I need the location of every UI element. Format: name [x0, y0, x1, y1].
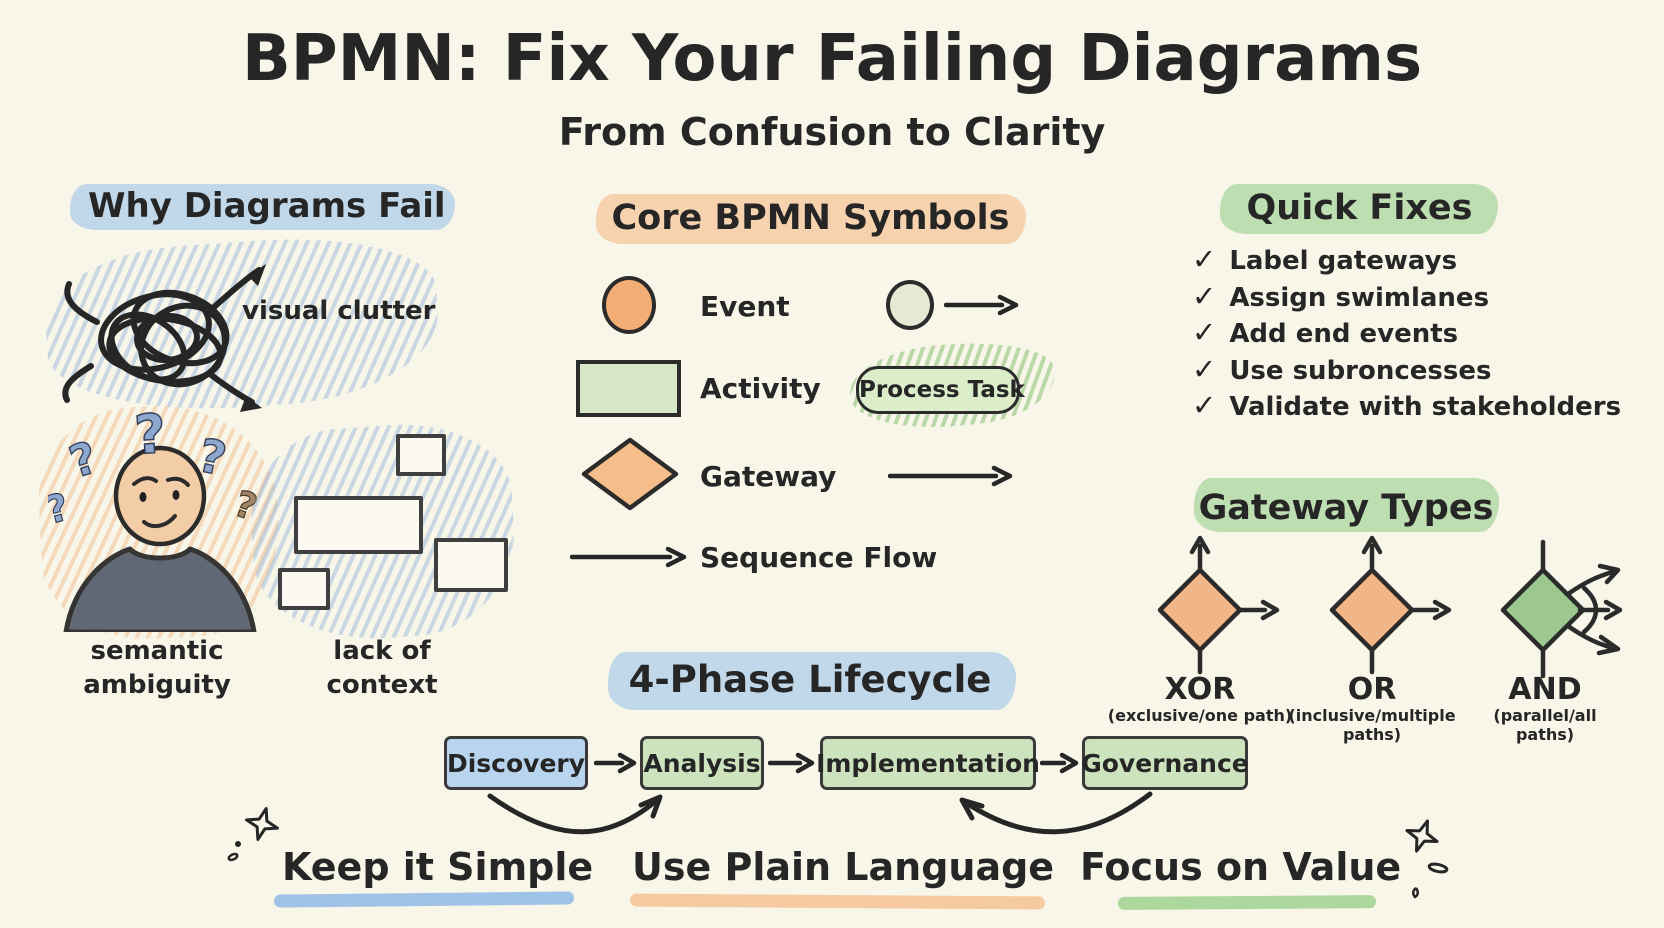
- principle-keep-it-simple: Keep it Simple: [282, 845, 594, 889]
- phase-analysis: Analysis: [640, 736, 764, 790]
- phase-discovery: Discovery: [444, 736, 588, 790]
- quick-fixes-highlight: [1220, 184, 1498, 234]
- arrow-head: [240, 396, 262, 412]
- core-symbols-highlight: [596, 194, 1026, 244]
- lifecycle-heading: 4-Phase Lifecycle: [628, 658, 992, 701]
- check-icon: ✓: [1192, 315, 1217, 349]
- page-title: BPMN: Fix Your Failing Diagrams: [241, 22, 1423, 96]
- question-mark-icon: ?: [133, 402, 169, 467]
- quick-fix-item: ✓ Add end events: [1192, 315, 1621, 352]
- cause-semantic-ambiguity-label: semantic ambiguity: [83, 636, 231, 700]
- floating-boxes-icon: [278, 434, 508, 610]
- check-icon: ✓: [1192, 388, 1217, 422]
- scribble-tangle-icon: [62, 264, 266, 412]
- quick-fix-label: Use subroncesses: [1229, 355, 1492, 386]
- flow-arrow-icon: [768, 752, 815, 774]
- gateway-types-heading: Gateway Types: [1198, 488, 1494, 528]
- gateway-types-highlight: [1194, 478, 1499, 532]
- xor-gateway-icon: [1157, 535, 1280, 675]
- gateway-label: Gateway: [700, 460, 837, 493]
- cause-visual-clutter-label: visual clutter: [242, 296, 436, 326]
- quick-fix-label: Label gateways: [1229, 246, 1458, 276]
- quick-fix-item: ✓ Label gateways: [1192, 242, 1621, 279]
- principle-underline-blue: [273, 891, 575, 908]
- start-event-circle-icon: [886, 280, 934, 330]
- or-gateway-icon: [1329, 535, 1452, 675]
- principle-underline-green: [1117, 895, 1377, 910]
- or-desc-label: (inclusive/multiple paths): [1288, 706, 1456, 744]
- flow-arrow-icon: [944, 294, 1019, 316]
- check-icon: ✓: [1192, 242, 1217, 276]
- activity-label: Activity: [700, 372, 821, 405]
- sequence-flow-arrow-icon: [570, 546, 687, 568]
- phase-governance: Governance: [1081, 736, 1249, 790]
- question-mark-icon: ?: [48, 484, 74, 532]
- question-mark-icon: ?: [194, 428, 231, 486]
- event-label: Event: [700, 290, 790, 323]
- and-desc-label: (parallel/all paths): [1493, 706, 1597, 744]
- flow-arrow-icon: [1040, 752, 1079, 774]
- feedback-arrows: [487, 791, 1153, 835]
- quick-fix-label: Validate with stakeholders: [1229, 392, 1622, 422]
- why-fail-heading: Why Diagrams Fail: [88, 186, 446, 226]
- cause-lack-of-context-label: lack of context: [326, 636, 438, 700]
- gateway-diamond-icon: [581, 437, 679, 511]
- xor-name-label: XOR: [1164, 672, 1236, 707]
- quick-fix-label: Add end events: [1229, 319, 1459, 349]
- quick-fix-item: ✓ Assign swimlanes: [1192, 279, 1621, 316]
- page-subtitle: From Confusion to Clarity: [558, 110, 1106, 154]
- and-name-label: AND: [1508, 672, 1582, 707]
- process-task-pill: Process Task: [856, 366, 1025, 414]
- event-circle-icon: [602, 276, 656, 334]
- or-name-label: OR: [1347, 672, 1397, 707]
- principle-use-plain-language: Use Plain Language: [632, 845, 1055, 889]
- arrow-head: [248, 264, 266, 286]
- quick-fix-label: Assign swimlanes: [1229, 282, 1490, 313]
- sparkle-icon: [1405, 819, 1449, 899]
- phase-implementation: Implementation: [816, 736, 1040, 790]
- xor-desc-label: (exclusive/one path): [1107, 706, 1293, 725]
- sparkle-icon: [227, 807, 279, 862]
- flow-arrow-icon: [888, 465, 1013, 487]
- check-icon: ✓: [1192, 278, 1217, 313]
- flow-arrow-icon: [594, 752, 637, 774]
- quick-fixes-heading: Quick Fixes: [1246, 188, 1473, 228]
- confused-person-icon: ? ? ? ? ?: [48, 402, 262, 632]
- quick-fix-item: ✓ Validate with stakeholders: [1192, 388, 1621, 425]
- question-mark-icon: ?: [64, 432, 104, 488]
- check-icon: ✓: [1192, 351, 1217, 386]
- quick-fix-item: ✓ Use subroncesses: [1192, 352, 1621, 389]
- activity-rect-icon: [576, 360, 681, 417]
- quick-fixes-list: ✓ Label gateways ✓ Assign swimlanes ✓ Ad…: [1192, 242, 1621, 425]
- why-fail-highlight: [70, 184, 455, 230]
- principle-focus-on-value: Focus on Value: [1080, 845, 1402, 889]
- lifecycle-highlight: [608, 652, 1016, 710]
- and-gateway-icon: [1500, 539, 1623, 679]
- sequence-flow-label: Sequence Flow: [700, 541, 938, 574]
- principle-underline-orange: [629, 893, 1046, 910]
- core-symbols-heading: Core BPMN Symbols: [611, 198, 1010, 238]
